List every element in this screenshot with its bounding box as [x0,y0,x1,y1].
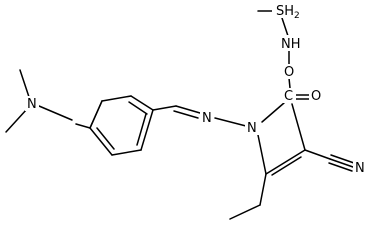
bond-benzene-inner-2 [96,127,115,150]
bond-benzene-inner-3 [136,113,147,146]
bond-amino-n-methyl-2 [5,108,28,133]
dimethylamino-n-label: N [27,97,37,112]
amine-nh-label: NH [281,37,301,52]
bond-nitrile-1 [329,158,354,168]
bond-benzene-amino-n-b [89,100,103,129]
bond-benzene-inner-1 [128,101,148,115]
bond-c3-nitrile-c [304,149,331,160]
bond-o-ringc [288,77,291,89]
bond-ch-benzene [152,105,177,111]
bonds [5,10,355,220]
bond-ringn-c4 [257,134,267,175]
imine-n-label: N [202,111,212,126]
bond-imine-double-1 [175,105,201,114]
bond-benzene-5 [111,149,142,156]
bond-benzene-amino-n [75,123,91,129]
ether-o-label: O [284,65,294,80]
bond-c3-c4-2 [271,156,302,176]
ring-c-label: C [284,89,293,104]
bond-benzene-4 [89,127,113,156]
bond-amino-n-ring [38,105,73,121]
bond-nitrile-2 [330,154,355,164]
nitrile-n-label: N [355,161,365,176]
bond-benzene-2 [101,95,132,102]
bond-amino-n-methyl-1 [19,69,31,101]
carbonyl-o-label: O [311,89,321,104]
bond-nitrile-3 [328,162,353,172]
bond-s-nh [281,17,289,37]
bond-ethyl-ch2-ch3 [229,204,261,220]
bond-benzene-1 [130,95,154,111]
bond-ringn-imine-n [214,117,247,127]
bond-ringc-c3 [291,103,306,151]
ring-n-label: N [247,121,257,136]
bond-imine-double-2 [173,110,199,119]
bond-ringc-ringn [261,102,285,123]
atom-labels: SH2 NH O C O N N N N [25,2,367,176]
bond-benzene-6 [140,109,154,151]
sulfur-label: SH2 [276,4,300,21]
bond-c3-c4-1 [265,149,306,175]
bond-c4-ethyl-ch2 [259,173,267,206]
